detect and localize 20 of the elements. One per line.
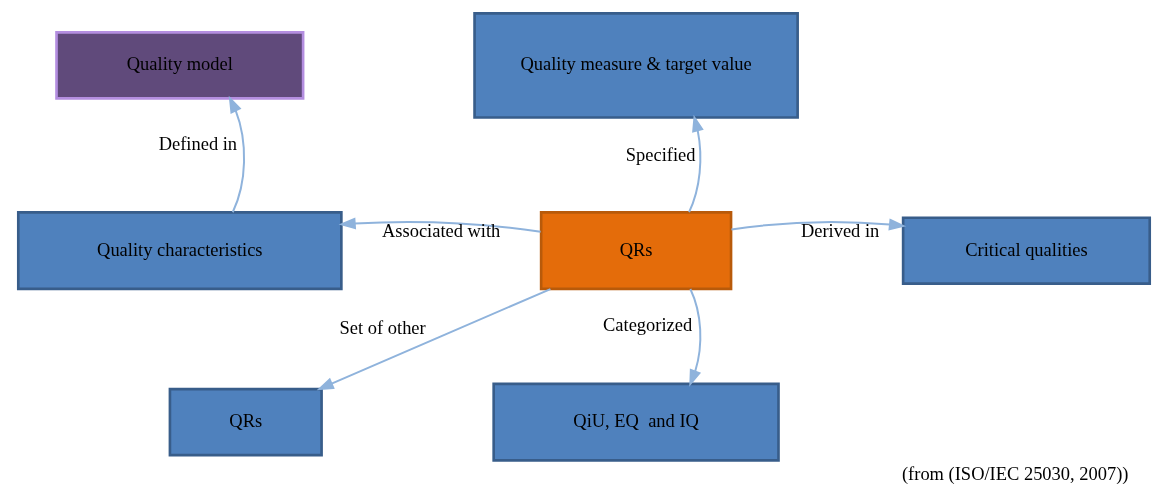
edge-label: Specified	[625, 144, 696, 165]
edge-label: Derived in	[800, 220, 880, 241]
node-box: Quality characteristics	[16, 211, 343, 291]
node-box: QRs	[539, 211, 733, 291]
node-box: QiU, EQ and IQ	[492, 382, 780, 462]
node-box: Quality measure & target value	[473, 12, 799, 119]
edge-label: Associated with	[381, 221, 501, 242]
edge-label: Defined in	[158, 133, 238, 154]
arrow	[730, 218, 907, 231]
arrow	[338, 217, 542, 233]
node-box: Quality model	[55, 31, 305, 100]
edge-label: Set of other	[339, 318, 426, 339]
edge-label: Categorized	[603, 315, 693, 336]
node-box: QRs	[168, 387, 323, 457]
arrow	[228, 95, 246, 214]
arrow	[688, 114, 704, 214]
arrow	[316, 288, 552, 391]
caption: (from (ISO/IEC 25030, 2007))	[901, 464, 1129, 485]
node-box: Critical qualities	[901, 216, 1152, 285]
arrow	[689, 288, 702, 387]
